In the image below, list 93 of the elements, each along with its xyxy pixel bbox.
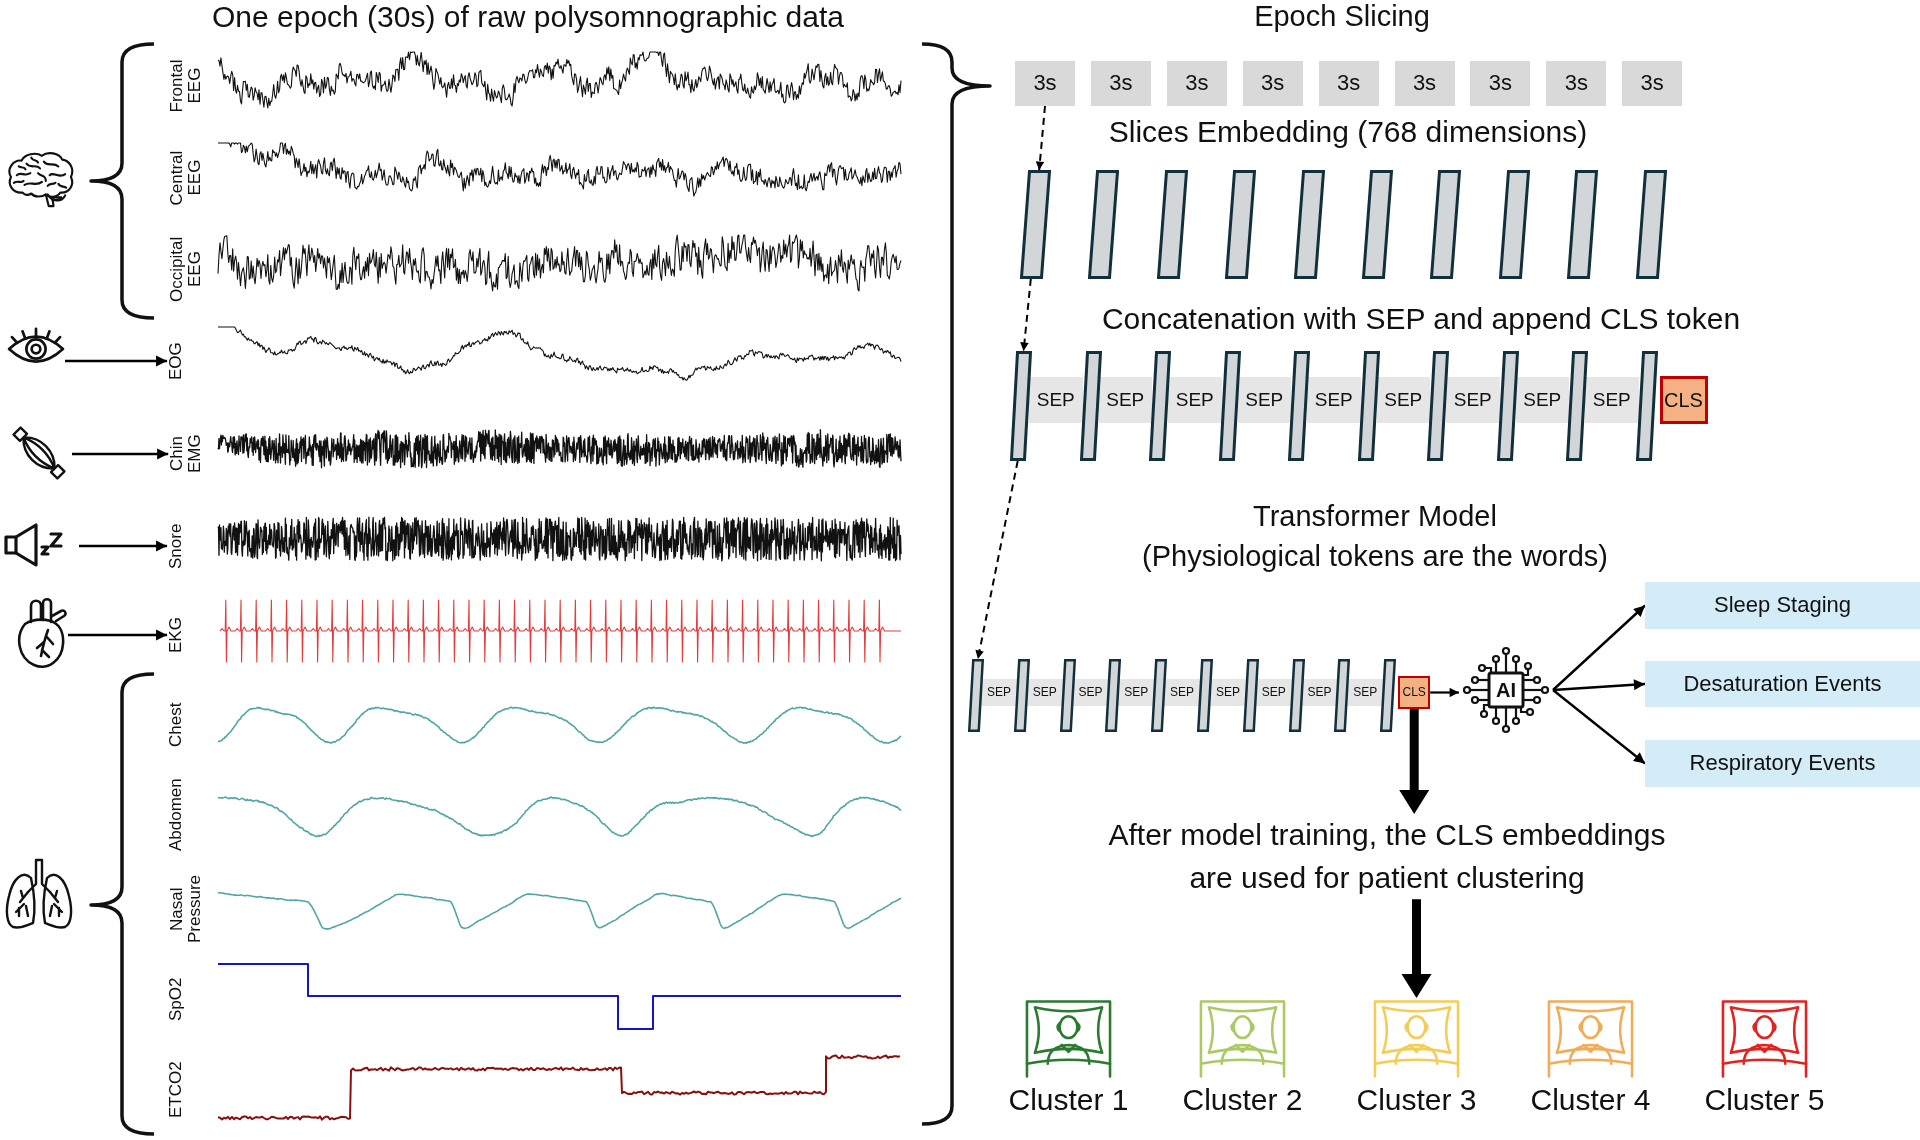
embedding-bar xyxy=(1334,659,1351,732)
block-arrow xyxy=(1401,899,1432,998)
embedding-bar xyxy=(1293,170,1325,279)
embedding-bar xyxy=(1149,351,1171,461)
cluster-label: Cluster 3 xyxy=(1355,1083,1478,1118)
embedding-bar xyxy=(1635,170,1667,279)
embedding-bar xyxy=(1079,351,1102,461)
cls-token: CLS xyxy=(1398,676,1431,709)
sep-token: SEP xyxy=(1376,377,1430,423)
embedding-bar xyxy=(1566,351,1588,461)
sep-token: SEP xyxy=(1515,377,1569,423)
sep-token: SEP xyxy=(1446,377,1500,423)
embedding-bar xyxy=(1427,351,1449,461)
cluster-label: Cluster 5 xyxy=(1703,1083,1826,1118)
channel-label: Chest xyxy=(167,701,185,750)
channel-label: Frontal EEG xyxy=(168,58,204,115)
arrow xyxy=(1430,687,1459,698)
panel-title: Epoch Slicing xyxy=(1254,0,1430,34)
embedding-bar xyxy=(1430,170,1462,279)
embedding-bar xyxy=(1362,170,1393,279)
embedding-bar xyxy=(1218,351,1241,461)
sep-token: SEP xyxy=(1237,377,1291,423)
section-heading: Transformer Model xyxy=(1253,500,1497,534)
slice-box: 3s xyxy=(1015,61,1075,106)
sep-token: SEP xyxy=(1585,377,1639,423)
embedding-bar xyxy=(1013,659,1030,732)
dashed-arrow xyxy=(975,460,1019,660)
channel-label: ETCO2 xyxy=(167,1060,185,1121)
section-heading: (Physiological tokens are the words) xyxy=(1142,540,1608,574)
embedding-bar xyxy=(1151,659,1168,732)
arrow xyxy=(1552,689,1646,765)
arrow xyxy=(1552,604,1646,691)
embedding-bar xyxy=(1197,659,1213,732)
embedding-bar xyxy=(1635,351,1658,461)
slice-box: 3s xyxy=(1166,61,1227,106)
slice-box: 3s xyxy=(1622,61,1683,106)
embedding-bar xyxy=(1242,659,1259,732)
arrow xyxy=(72,448,169,460)
block-arrow xyxy=(1399,709,1430,814)
cluster-label: Cluster 4 xyxy=(1529,1083,1652,1118)
arrow xyxy=(65,355,168,367)
sep-token: SEP xyxy=(981,679,1017,706)
channel-label: Abdomen xyxy=(167,777,185,854)
slice-box: 3s xyxy=(1242,61,1303,106)
channel-label: Occipital EEG xyxy=(168,235,204,304)
embedding-bar xyxy=(1105,659,1122,732)
channel-label: SpO2 xyxy=(167,976,185,1023)
slice-box: 3s xyxy=(1318,61,1379,106)
channel-label: Central EEG xyxy=(168,149,204,208)
embedding-bar xyxy=(1380,659,1397,732)
embedding-bar xyxy=(1357,351,1380,461)
slice-box: 3s xyxy=(1090,61,1151,106)
slice-box: 3s xyxy=(1546,61,1607,106)
arrow xyxy=(79,540,168,552)
sep-token: SEP xyxy=(1164,679,1200,706)
embedding-bar xyxy=(1225,170,1257,279)
channel-label: EOG xyxy=(167,306,185,416)
arrow xyxy=(1552,679,1646,692)
channel-label: Nasal Pressure xyxy=(168,874,204,945)
arrow xyxy=(68,629,168,641)
embedding-bar xyxy=(1010,351,1032,461)
embedding-bar xyxy=(1156,170,1188,279)
embedding-bar xyxy=(968,659,984,732)
sep-token: SEP xyxy=(1029,377,1083,423)
panel-title: One epoch (30s) of raw polysomnographic data xyxy=(212,0,844,35)
sep-token: SEP xyxy=(1098,377,1152,423)
embedding-bar xyxy=(1288,659,1305,732)
dashed-arrow xyxy=(1035,105,1046,171)
embedding-bar xyxy=(1567,170,1599,279)
channel-label: Chin EMG xyxy=(168,429,204,479)
dashed-arrow xyxy=(1020,278,1032,352)
embedding-bar xyxy=(1088,170,1120,279)
cluster-label: Cluster 1 xyxy=(1007,1083,1130,1118)
sep-token: SEP xyxy=(1307,377,1361,423)
sep-token: SEP xyxy=(1210,679,1246,706)
cluster-label: Cluster 2 xyxy=(1181,1083,1304,1118)
sep-token: SEP xyxy=(1168,377,1222,423)
embedding-bar xyxy=(1496,351,1519,461)
slice-box: 3s xyxy=(1470,61,1531,106)
task-box: Respiratory Events xyxy=(1645,740,1920,787)
section-heading: Concatenation with SEP and append CLS token xyxy=(1101,302,1741,337)
task-box: Desaturation Events xyxy=(1645,661,1920,707)
embedding-bar xyxy=(1498,170,1530,279)
slice-box: 3s xyxy=(1394,61,1455,106)
embedding-bar xyxy=(1059,659,1076,732)
lungs-icon xyxy=(4,858,74,932)
chip-text: AI xyxy=(1496,680,1516,700)
embedding-bar xyxy=(1020,170,1051,279)
section-heading: Slices Embedding (768 dimensions) xyxy=(1108,115,1588,150)
description-text: After model training, the CLS embeddings are used for patient clustering xyxy=(1092,814,1682,900)
cls-token: CLS xyxy=(1659,376,1708,424)
embedding-bar xyxy=(1288,351,1310,461)
task-box: Sleep Staging xyxy=(1645,582,1920,629)
